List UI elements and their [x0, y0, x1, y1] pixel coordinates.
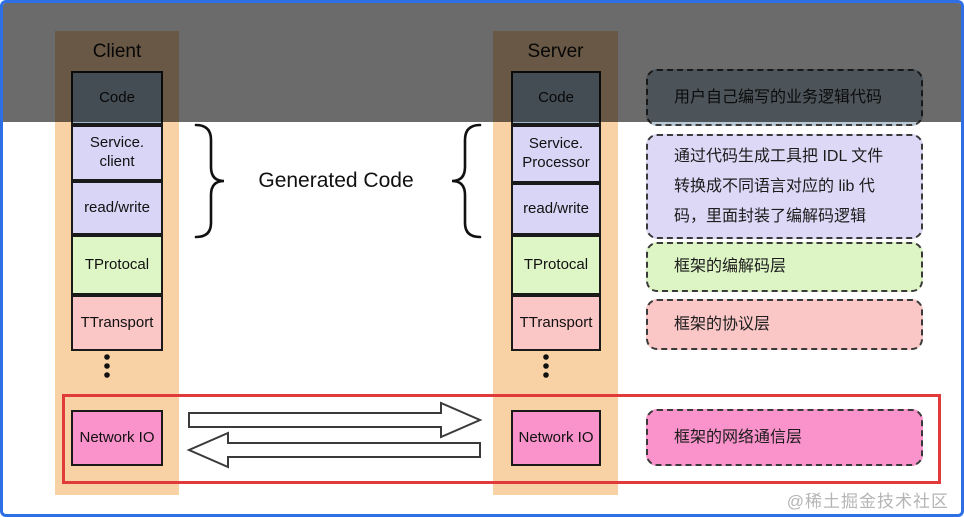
- server-box-ttransport: TTransport: [511, 295, 601, 351]
- client-box-read-write: read/write: [71, 181, 163, 235]
- server-box-read-write: read/write: [511, 183, 601, 235]
- annotation-user-code: 用户自己编写的业务逻辑代码: [646, 69, 923, 126]
- client-box-ttransport: TTransport: [71, 295, 163, 351]
- watermark: @稀土掘金技术社区: [786, 492, 949, 511]
- annotation-network-layer: 框架的网络通信层: [646, 409, 923, 466]
- server-box-code: Code: [511, 71, 601, 125]
- annotation-protocol-layer: 框架的协议层: [646, 299, 923, 350]
- generated-code-label: Generated Code: [258, 169, 414, 192]
- annotation-codec-layer: 框架的编解码层: [646, 242, 923, 292]
- server-box-service-processor: Service. Processor: [511, 125, 601, 183]
- server-title: Server: [527, 41, 584, 62]
- client-title: Client: [92, 41, 142, 62]
- client-box-code: Code: [71, 71, 163, 125]
- network-io-highlight-rect: [62, 394, 941, 484]
- server-brace-icon: [451, 123, 482, 239]
- client-box-tprotocal: TProtocal: [71, 235, 163, 295]
- server-box-tprotocal: TProtocal: [511, 235, 601, 295]
- client-brace-icon: [194, 123, 225, 239]
- annotation-generated-lib: 通过代码生成工具把 IDL 文件 转换成不同语言对应的 lib 代 码，里面封装…: [646, 134, 923, 239]
- client-box-service-client: Service. client: [71, 125, 163, 181]
- server-box-network-io: Network IO: [511, 410, 601, 466]
- client-box-network-io: Network IO: [71, 410, 163, 466]
